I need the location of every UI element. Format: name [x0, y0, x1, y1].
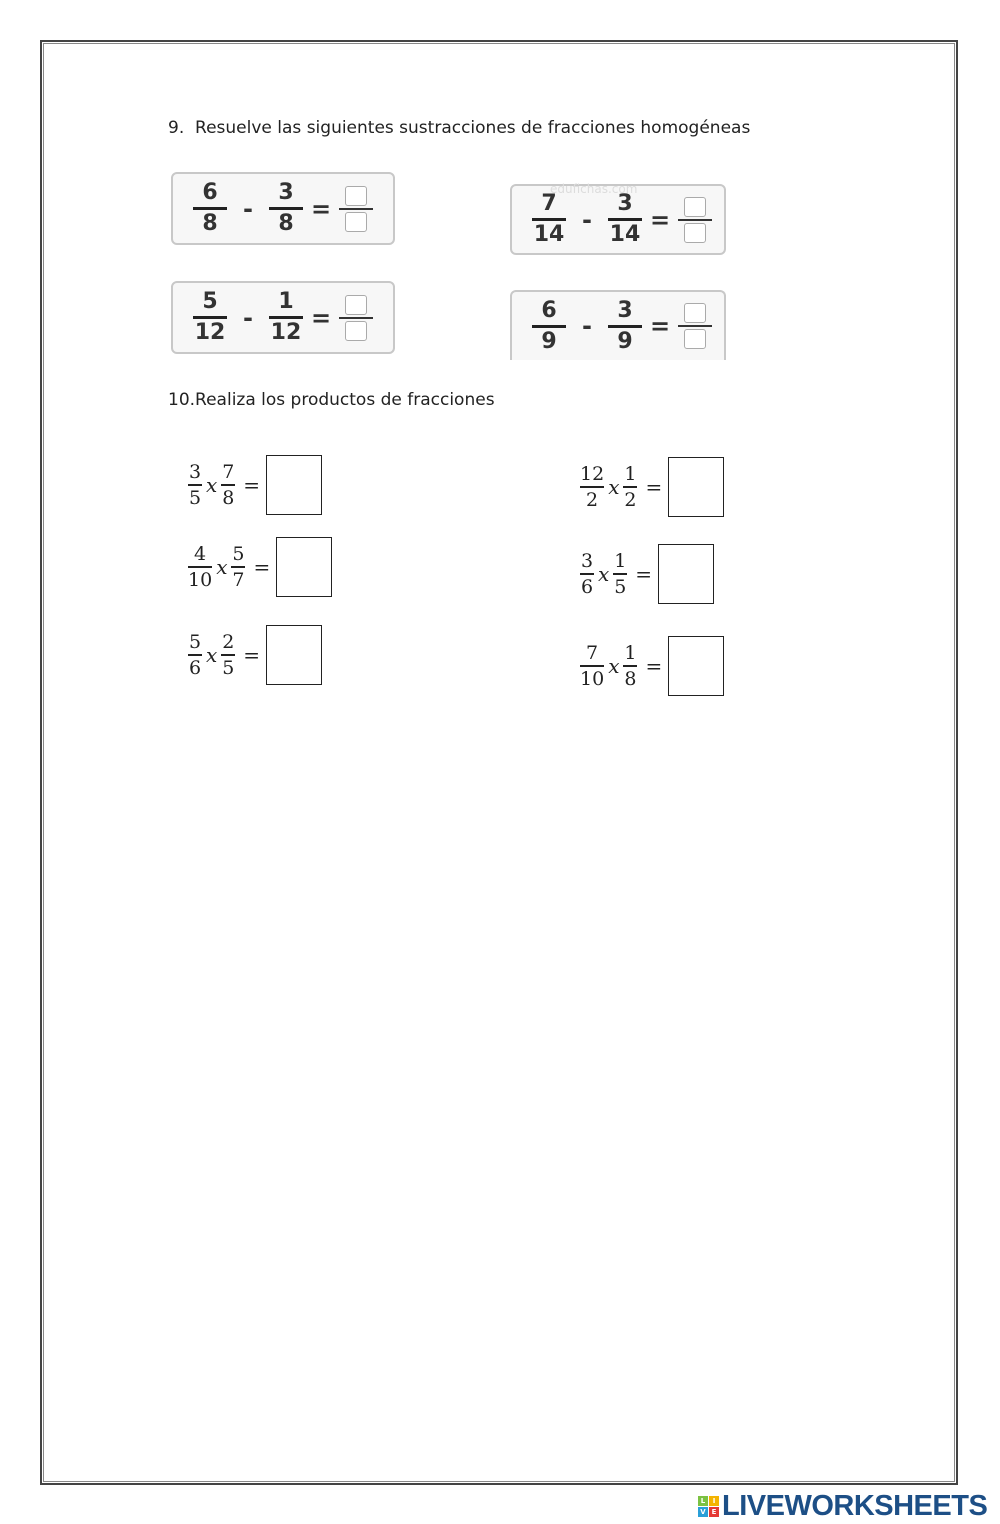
minus-sign: -	[582, 312, 592, 340]
logo-cubes-icon: L I V E	[698, 1496, 719, 1517]
question-text: Resuelve las siguientes sustracciones de…	[195, 118, 751, 138]
answer-input[interactable]	[668, 636, 725, 696]
minus-sign: -	[582, 205, 592, 234]
equals-sign: =	[649, 205, 671, 234]
equals-sign: =	[645, 654, 663, 678]
times-sign: x	[608, 475, 620, 499]
equals-sign: =	[310, 194, 332, 223]
equals-sign: =	[243, 473, 261, 497]
answer-input[interactable]	[668, 457, 725, 517]
equals-sign: =	[243, 643, 261, 667]
answer-fraction	[339, 294, 374, 341]
numerator-input[interactable]	[345, 185, 368, 206]
question-number: 9.	[168, 118, 185, 138]
answer-fraction	[678, 196, 713, 243]
times-sign: x	[216, 555, 228, 579]
logo-text: LIVEWORKSHEETS	[722, 1490, 988, 1522]
question-number: 10.	[168, 390, 196, 410]
question-10-title: 10.Realiza los productos de fracciones	[168, 390, 495, 410]
denominator-input[interactable]	[345, 320, 368, 341]
times-sign: x	[206, 473, 218, 497]
numerator-input[interactable]	[684, 303, 707, 323]
denominator-input[interactable]	[345, 211, 368, 232]
answer-input[interactable]	[266, 625, 323, 685]
question-text: Realiza los productos de fracciones	[195, 390, 495, 410]
equals-sign: =	[310, 303, 332, 332]
answer-fraction	[339, 185, 374, 232]
times-sign: x	[598, 562, 610, 586]
answer-input[interactable]	[276, 537, 333, 597]
minus-sign: -	[243, 194, 253, 223]
watermark: edufichas.com	[550, 182, 638, 196]
answer-input[interactable]	[658, 544, 715, 604]
times-sign: x	[608, 654, 620, 678]
numerator-input[interactable]	[345, 294, 368, 315]
answer-input[interactable]	[266, 455, 323, 515]
equals-sign: =	[649, 312, 671, 340]
numerator-input[interactable]	[684, 196, 707, 217]
times-sign: x	[206, 643, 218, 667]
minus-sign: -	[243, 303, 253, 332]
liveworksheets-logo: L I V E LIVEWORKSHEETS	[698, 1490, 988, 1523]
answer-fraction	[678, 303, 713, 349]
page-border	[40, 40, 958, 1485]
equals-sign: =	[645, 475, 663, 499]
denominator-input[interactable]	[684, 329, 707, 349]
equals-sign: =	[253, 555, 271, 579]
question-9-title: 9. Resuelve las siguientes sustracciones…	[168, 118, 750, 138]
denominator-input[interactable]	[684, 222, 707, 243]
equals-sign: =	[635, 562, 653, 586]
